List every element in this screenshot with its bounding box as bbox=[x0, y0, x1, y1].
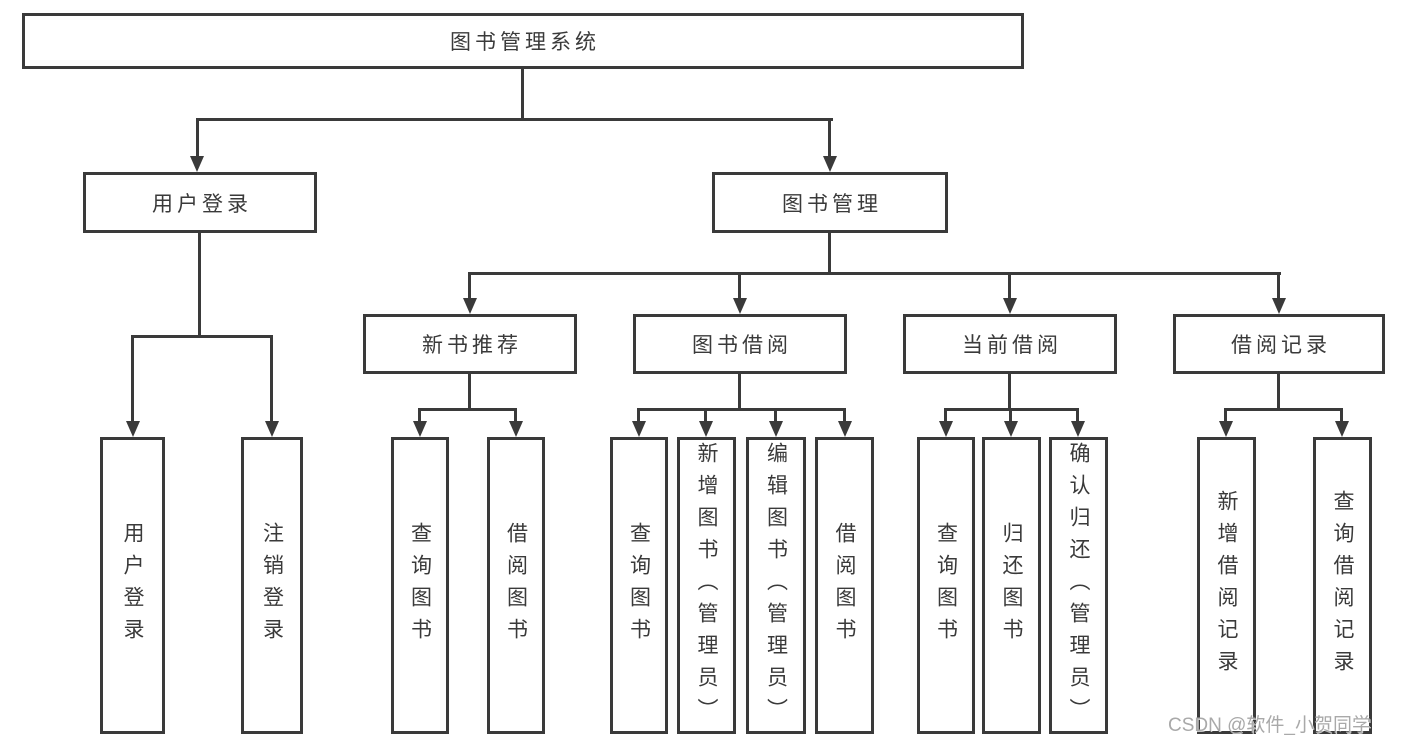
leaf-logout: 注销登录 bbox=[241, 437, 303, 734]
node-new-book-recommend: 新书推荐 bbox=[363, 314, 577, 374]
connector-vline bbox=[418, 408, 421, 423]
arrowhead-down-icon bbox=[1071, 421, 1085, 437]
node-current-borrow: 当前借阅 bbox=[903, 314, 1117, 374]
leaf-edit-books-admin: 编辑图书（管理员） bbox=[746, 437, 806, 734]
connector-vline bbox=[704, 408, 707, 423]
connector-vline bbox=[944, 408, 947, 423]
connector-vline bbox=[738, 374, 741, 411]
node-label: 查询图书 bbox=[408, 521, 432, 650]
connector-hline bbox=[468, 272, 1281, 275]
node-label: 用户登录 bbox=[121, 521, 144, 650]
node-label: 用户登录 bbox=[152, 192, 252, 216]
node-borrow-records: 借阅记录 bbox=[1173, 314, 1385, 374]
node-label: 归还图书 bbox=[1000, 521, 1023, 650]
arrowhead-down-icon bbox=[1272, 298, 1286, 314]
arrowhead-down-icon bbox=[509, 421, 523, 437]
leaf-user-login: 用户登录 bbox=[100, 437, 165, 734]
leaf-query-borrow-record: 查询借阅记录 bbox=[1313, 437, 1372, 734]
arrowhead-down-icon bbox=[1003, 298, 1017, 314]
leaf-confirm-return-admin: 确认归还（管理员） bbox=[1049, 437, 1108, 734]
connector-hline bbox=[131, 335, 273, 338]
node-label: 新增借阅记录 bbox=[1215, 489, 1238, 682]
connector-vline bbox=[1277, 374, 1280, 411]
connector-hline bbox=[418, 408, 517, 411]
connector-vline bbox=[1277, 272, 1280, 300]
connector-vline bbox=[828, 118, 831, 158]
arrowhead-down-icon bbox=[699, 421, 713, 437]
connector-vline bbox=[1224, 408, 1227, 423]
leaf-query-books-current: 查询图书 bbox=[917, 437, 975, 734]
arrowhead-down-icon bbox=[1004, 421, 1018, 437]
connector-vline bbox=[637, 408, 640, 423]
leaf-add-borrow-record: 新增借阅记录 bbox=[1197, 437, 1256, 734]
node-label: 借阅记录 bbox=[1231, 334, 1331, 357]
arrowhead-down-icon bbox=[733, 298, 747, 314]
node-label: 借阅图书 bbox=[504, 521, 528, 650]
connector-vline bbox=[468, 374, 471, 411]
node-label: 图书借阅 bbox=[692, 334, 792, 357]
arrowhead-down-icon bbox=[190, 156, 204, 172]
node-label: 查询借阅记录 bbox=[1331, 489, 1354, 682]
leaf-borrow-books-recommend: 借阅图书 bbox=[487, 437, 545, 734]
connector-vline bbox=[1340, 408, 1343, 423]
node-label: 确认归还（管理员） bbox=[1067, 441, 1090, 730]
watermark-text: CSDN @软件_小贺同学 bbox=[1168, 715, 1371, 736]
arrowhead-down-icon bbox=[823, 156, 837, 172]
node-user-login: 用户登录 bbox=[83, 172, 317, 233]
connector-vline bbox=[521, 69, 524, 121]
arrowhead-down-icon bbox=[632, 421, 646, 437]
connector-vline bbox=[774, 408, 777, 423]
node-book-management: 图书管理 bbox=[712, 172, 948, 233]
node-label: 新增图书（管理员） bbox=[695, 441, 718, 730]
leaf-query-books-borrow: 查询图书 bbox=[610, 437, 668, 734]
connector-hline bbox=[196, 118, 833, 121]
node-book-borrow: 图书借阅 bbox=[633, 314, 847, 374]
connector-vline bbox=[1009, 408, 1012, 423]
connector-vline bbox=[131, 335, 134, 423]
node-label: 图书管理 bbox=[782, 192, 882, 216]
node-label: 借阅图书 bbox=[833, 521, 856, 650]
node-label: 新书推荐 bbox=[422, 334, 522, 357]
leaf-return-books: 归还图书 bbox=[982, 437, 1041, 734]
leaf-add-books-admin: 新增图书（管理员） bbox=[677, 437, 736, 734]
connector-vline bbox=[196, 118, 199, 158]
connector-vline bbox=[198, 233, 201, 338]
node-root: 图书管理系统 bbox=[22, 13, 1024, 69]
node-label: 图书管理系统 bbox=[450, 31, 600, 54]
connector-vline bbox=[514, 408, 517, 423]
arrowhead-down-icon bbox=[838, 421, 852, 437]
arrowhead-down-icon bbox=[769, 421, 783, 437]
arrowhead-down-icon bbox=[1219, 421, 1233, 437]
node-label: 当前借阅 bbox=[962, 334, 1062, 357]
arrowhead-down-icon bbox=[463, 298, 477, 314]
arrowhead-down-icon bbox=[939, 421, 953, 437]
arrowhead-down-icon bbox=[126, 421, 140, 437]
connector-hline bbox=[1224, 408, 1343, 411]
node-label: 注销登录 bbox=[260, 521, 284, 650]
arrowhead-down-icon bbox=[265, 421, 279, 437]
node-label: 编辑图书（管理员） bbox=[764, 441, 788, 730]
connector-vline bbox=[843, 408, 846, 423]
connector-vline bbox=[738, 272, 741, 300]
arrowhead-down-icon bbox=[413, 421, 427, 437]
connector-vline bbox=[270, 335, 273, 423]
connector-vline bbox=[1076, 408, 1079, 423]
connector-vline bbox=[468, 272, 471, 300]
leaf-query-books-recommend: 查询图书 bbox=[391, 437, 449, 734]
node-label: 查询图书 bbox=[934, 521, 958, 650]
connector-vline bbox=[828, 233, 831, 275]
leaf-borrow-books-borrow: 借阅图书 bbox=[815, 437, 874, 734]
connector-vline bbox=[1008, 272, 1011, 300]
connector-hline bbox=[637, 408, 846, 411]
connector-vline bbox=[1008, 374, 1011, 411]
node-label: 查询图书 bbox=[627, 521, 651, 650]
arrowhead-down-icon bbox=[1335, 421, 1349, 437]
